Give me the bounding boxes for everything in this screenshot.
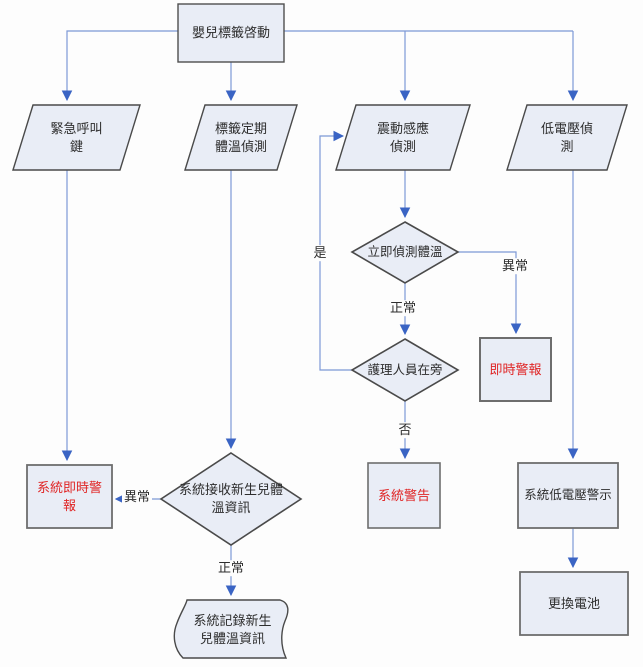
node-system-low-voltage-alert-shape [517, 462, 619, 529]
node-instant-alarm-shape [479, 337, 552, 402]
node-low-voltage-detect-shape [506, 104, 628, 171]
edge-start-to-emergency [61, 30, 178, 102]
edge-tempcheck-abnormal-to-alarm [458, 251, 522, 335]
node-system-warning-shape [367, 462, 441, 529]
node-start-shape [177, 3, 285, 63]
node-immediate-temp-check-shape [350, 221, 460, 284]
node-system-receive-temp-shape [159, 452, 303, 546]
node-system-instant-alarm-shape [26, 464, 113, 529]
node-system-record-temp-shape [173, 599, 289, 659]
node-periodic-temp-shape [184, 104, 298, 171]
edge-label-yes: 是 [311, 245, 329, 261]
node-vibration-detect-shape [335, 104, 471, 171]
edge-label-normal-temp: 正常 [387, 300, 419, 316]
node-nurse-present-shape [350, 338, 460, 402]
edge-label-normal-recv: 正常 [215, 560, 247, 576]
edge-label-no: 否 [396, 422, 414, 438]
edge-label-abnormal-temp: 異常 [499, 258, 531, 274]
node-replace-battery-shape [519, 571, 629, 636]
edge-label-abnormal-recv: 異常 [121, 489, 153, 505]
node-emergency-call-shape [12, 104, 141, 171]
